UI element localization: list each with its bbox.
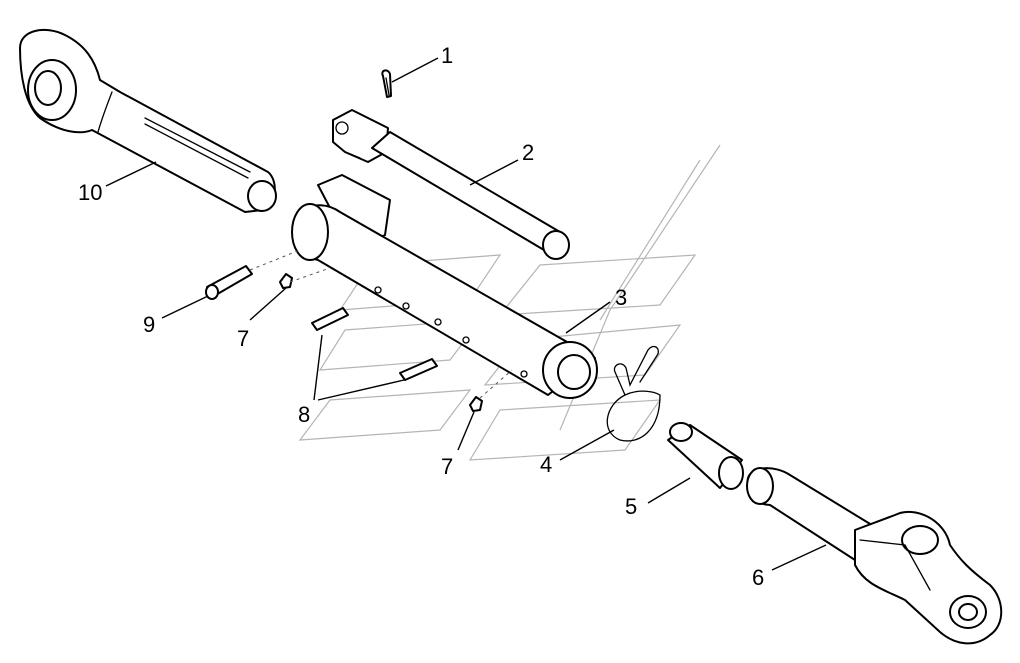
part-2-pin [332,109,570,260]
part-8-roll-pin-lower [399,358,438,381]
part-5-sleeve [667,422,744,490]
part-7-grease-fitting-upper [279,273,293,289]
callout-10: 10 [78,180,102,205]
part-4-spring-clip [606,345,661,442]
assembly-lines [249,249,513,399]
callout-labels: 1 2 3 4 5 6 7 7 8 9 10 [78,43,764,590]
callout-9: 9 [143,312,155,337]
callout-2: 2 [522,140,534,165]
callout-4: 4 [540,452,552,477]
part-10-ball-end [19,28,277,213]
callout-3: 3 [615,285,627,310]
callout-6: 6 [752,565,764,590]
part-6-adjustable-end [746,467,1003,645]
callout-5: 5 [625,494,637,519]
part-9-pin [205,265,253,300]
callout-7-lower: 7 [441,454,453,479]
callout-8: 8 [298,402,310,427]
leader-lines [105,57,827,571]
callout-1: 1 [441,43,453,68]
part-3-main-tube [291,174,598,399]
part-7-grease-fitting-lower [469,396,483,412]
part-1-cotter-pin [381,69,392,98]
callout-7-upper: 7 [237,326,249,351]
part-8-roll-pin-upper [311,307,349,331]
